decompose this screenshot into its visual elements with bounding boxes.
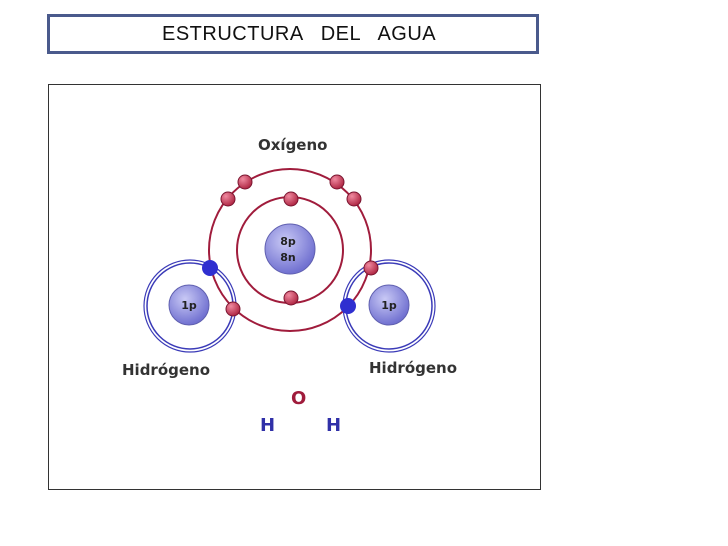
oxygen-neutrons-label: 8n [280,251,296,264]
oxygen-outer-electron [346,191,362,207]
formula-h-right: H [326,415,342,436]
hydrogen-electron [340,298,356,314]
oxygen-label: Oxígeno [258,136,328,154]
page-title: ESTRUCTURA DEL AGUA [162,22,437,45]
oxygen-outer-shell [208,168,372,332]
oxygen-outer-electron [225,301,241,317]
hydrogen-right-label: Hidrógeno [369,359,458,377]
hydrogen-electron [202,260,218,276]
oxygen-nucleus [264,223,316,275]
hydrogen-right-nucleus [368,284,410,326]
oxygen-protons-label: 8p [280,235,296,248]
oxygen-inner-electron [283,191,299,207]
oxygen-outer-electron [220,191,236,207]
hydrogen-left-nucleus-label: 1p [181,299,197,312]
diagram-frame [48,84,541,490]
formula-o: O [291,388,307,409]
oxygen-outer-electron [329,174,345,190]
hydrogen-left-nucleus [168,284,210,326]
oxygen-outer-electron [237,174,253,190]
oxygen-inner-electron [283,290,299,306]
formula-h-left: H [260,415,276,436]
hydrogen-left-label: Hidrógeno [122,361,211,379]
oxygen-outer-electron [363,260,379,276]
title-box: ESTRUCTURA DEL AGUA [47,14,539,54]
hydrogen-right-nucleus-label: 1p [381,299,397,312]
